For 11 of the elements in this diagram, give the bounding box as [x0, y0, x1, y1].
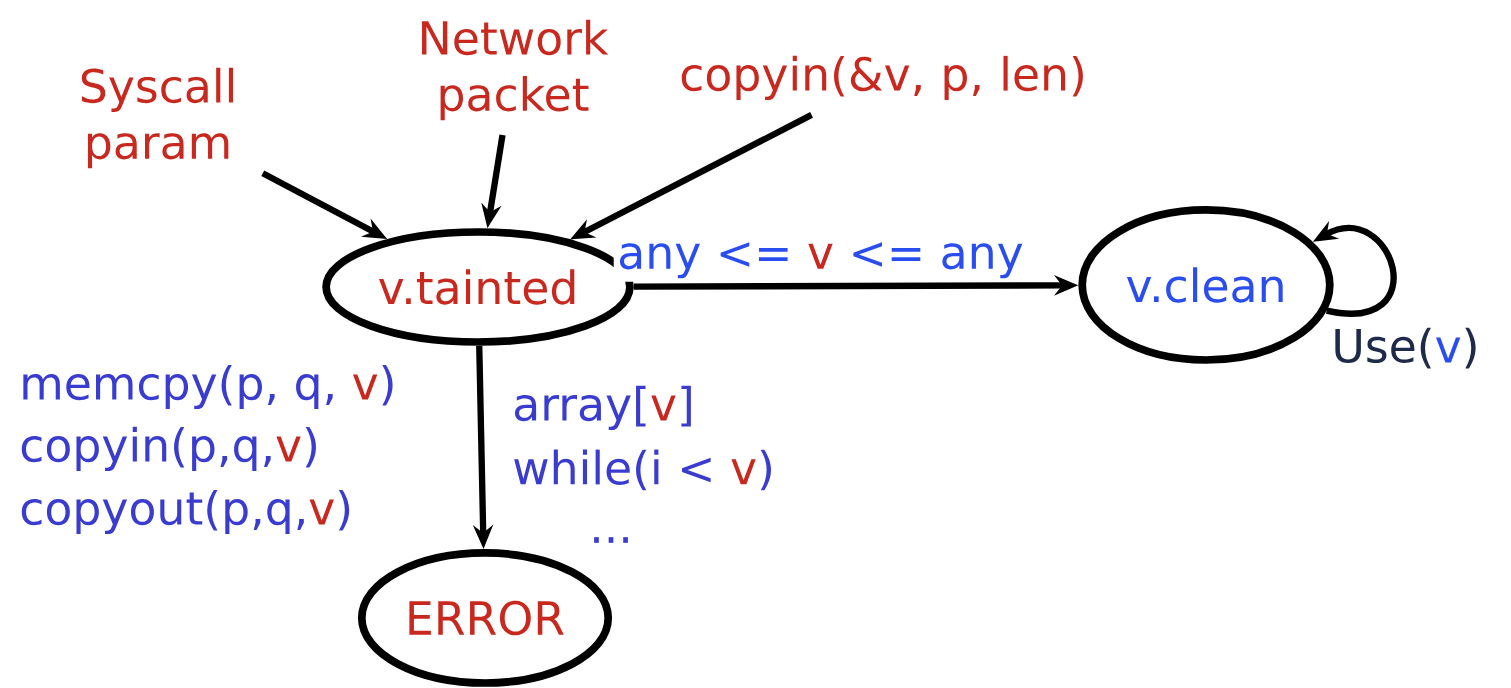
code-text: copyout(p,q,v): [21, 489, 350, 535]
source-label: Syscall param: [81, 67, 233, 169]
source-label: copyin(&v, p, len): [681, 55, 1083, 101]
code-text: ...: [594, 537, 628, 543]
code-text: array[v]: [515, 385, 691, 431]
code-text: memcpy(p, q, v): [23, 364, 393, 410]
code-text: copyin(p,q,v): [21, 426, 316, 472]
code-text: while(i < v): [514, 449, 771, 491]
edge-label: any <= v <= any: [613, 238, 1028, 282]
source-label: Network packet: [422, 19, 609, 121]
edge-label: Use(v): [1335, 327, 1476, 369]
